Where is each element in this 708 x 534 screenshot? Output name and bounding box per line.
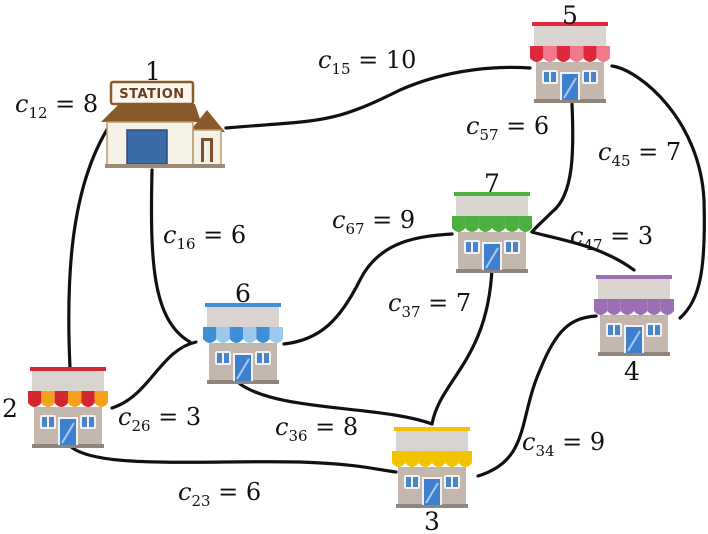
- edge-cost-label-45: c45 = 7: [598, 138, 681, 170]
- shop-icon-node-2: [28, 367, 108, 448]
- node-number-5: 5: [562, 1, 578, 30]
- node-number-6: 6: [235, 279, 251, 308]
- shop-icon-node-3: [392, 427, 472, 508]
- edge-6-7: [282, 232, 454, 346]
- edge-5-7: [530, 102, 575, 234]
- edge-cost-label-57: c57 = 6: [466, 112, 549, 144]
- node-number-1: 1: [145, 57, 161, 86]
- node-number-2: 2: [2, 394, 18, 423]
- edge-1-2: [67, 126, 110, 370]
- edge-4-7: [530, 230, 636, 272]
- labels-layer: c12 = 8 c15 = 10 c16 = 6 c26 = 3 c23 = 6 c36 …: [15, 46, 681, 510]
- node-number-7: 7: [484, 169, 500, 198]
- edge-1-5: [224, 65, 532, 130]
- edge-3-4: [476, 314, 598, 478]
- edge-cost-label-23: c23 = 6: [178, 478, 261, 510]
- shop-icon-node-6: [203, 303, 283, 384]
- edges-layer: [66, 64, 706, 478]
- node-number-3: 3: [424, 507, 440, 534]
- edge-cost-label-47: c47 = 3: [570, 222, 653, 254]
- edge-2-3: [66, 442, 398, 474]
- shop-icon-node-4: [594, 275, 674, 356]
- edge-3-7: [430, 266, 494, 426]
- edge-cost-label-67: c67 = 9: [332, 206, 415, 238]
- station-icon-node-1: STATION: [101, 80, 225, 168]
- edge-2-6: [110, 340, 198, 410]
- shop-icon-node-7: [452, 192, 532, 273]
- edge-cost-label-16: c16 = 6: [163, 221, 246, 253]
- edge-cost-label-36: c36 = 8: [275, 413, 358, 445]
- station-sign-text: STATION: [119, 87, 184, 102]
- edge-cost-label-34: c34 = 9: [522, 428, 605, 460]
- edge-4-5: [610, 64, 706, 320]
- edge-3-6: [238, 382, 434, 426]
- edge-cost-label-26: c26 = 3: [118, 403, 201, 435]
- edge-1-6: [149, 168, 192, 344]
- shop-icon-node-5: [530, 22, 610, 103]
- edge-cost-label-15: c15 = 10: [318, 46, 416, 78]
- edge-cost-label-37: c37 = 7: [388, 289, 471, 321]
- edge-cost-label-12: c12 = 8: [15, 90, 98, 122]
- node-number-4: 4: [624, 357, 640, 386]
